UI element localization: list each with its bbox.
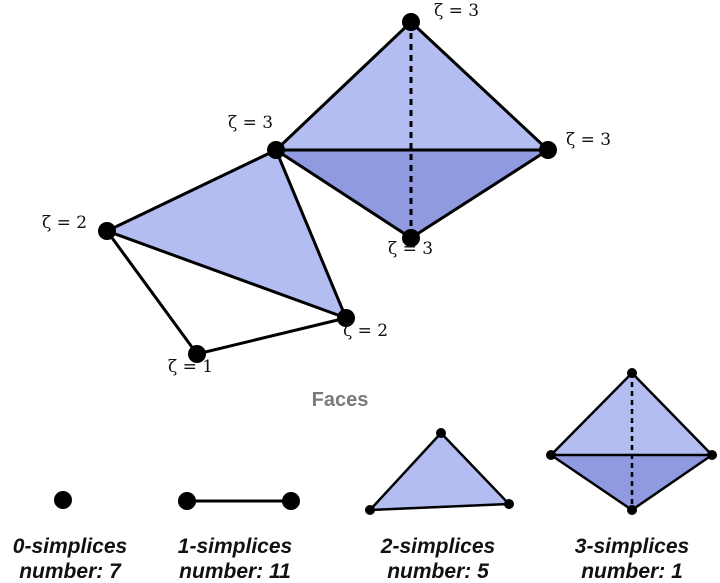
tetrahedron-lower-face xyxy=(276,150,548,238)
tetrahedron-outline xyxy=(274,20,550,240)
legend-count-0: number: 7 xyxy=(19,560,122,583)
tetra-glyph-vertex xyxy=(627,505,637,515)
triangle-glyph-vertex xyxy=(504,499,514,509)
legend-3-simplex xyxy=(546,368,717,515)
vertex-lowest xyxy=(188,345,206,363)
vertex-label-top: ζ = 3 xyxy=(434,1,479,21)
vertex-label-right: ζ = 3 xyxy=(566,130,611,150)
legend-count-3: number: 1 xyxy=(581,560,683,583)
vertex-lower-right xyxy=(337,309,355,327)
vertex-left xyxy=(98,222,116,240)
triangle-face xyxy=(107,150,346,318)
legend-title-0: 0-simplices xyxy=(13,535,127,558)
tetra-glyph-vertex xyxy=(707,450,717,460)
tetra-glyph-outline xyxy=(549,371,714,512)
triangle-outline xyxy=(105,148,348,320)
triangle-glyph-vertex xyxy=(436,428,446,438)
triangle-glyph-vertex xyxy=(365,505,375,515)
vertex-upper-left xyxy=(267,141,285,159)
legend-title-3: 3-simplices xyxy=(575,535,689,558)
legend-0-simplex xyxy=(54,491,72,509)
point-glyph xyxy=(54,491,72,509)
legend-title-1: 1-simplices xyxy=(178,535,292,558)
vertex-label-upper-left: ζ = 3 xyxy=(228,113,273,133)
segment-endpoint xyxy=(282,492,300,510)
simplicial-complex: ζ = 3 ζ = 3 ζ = 3 ζ = 3 ζ = 2 ζ = 2 ζ = … xyxy=(42,1,611,377)
vertex-right xyxy=(539,141,557,159)
tetrahedron-upper-face xyxy=(276,22,548,150)
vertex-label-bottom: ζ = 3 xyxy=(388,239,433,259)
legend-count-1: number: 11 xyxy=(179,560,291,583)
tetra-glyph-vertex xyxy=(627,368,637,378)
vertex-label-lower-right: ζ = 2 xyxy=(343,321,388,341)
legend-count-2: number: 5 xyxy=(387,560,489,583)
vertex-label-left: ζ = 2 xyxy=(42,213,87,233)
legend-title-2: 2-simplices xyxy=(380,535,495,558)
triangle-glyph-face xyxy=(370,433,509,510)
vertex-top xyxy=(402,13,420,31)
faces-heading: Faces xyxy=(312,389,369,411)
vertex-label-lowest: ζ = 1 xyxy=(168,357,213,377)
segment-endpoint xyxy=(178,492,196,510)
vertex-bottom xyxy=(402,229,420,247)
legend-1-simplex xyxy=(178,492,300,510)
triangle-glyph-outline xyxy=(368,431,511,512)
tetra-glyph-vertex xyxy=(546,450,556,460)
legend-2-simplex xyxy=(365,428,514,515)
